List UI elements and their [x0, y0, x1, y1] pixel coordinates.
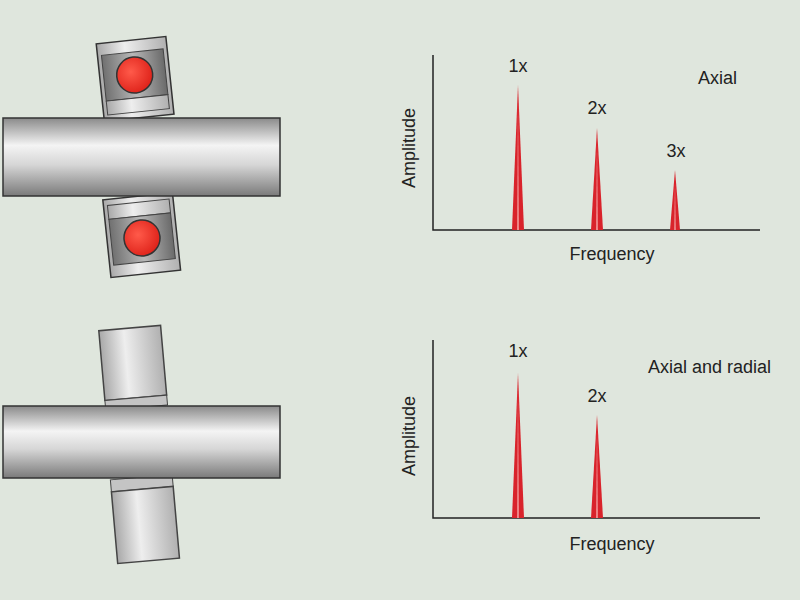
shaft — [3, 118, 280, 196]
axis-title: Amplitude — [400, 396, 420, 476]
axis-title: Amplitude — [400, 108, 420, 188]
peak-label: 1x — [508, 342, 527, 362]
axis-title: Frequency — [569, 535, 654, 555]
peak-label: 2x — [587, 99, 606, 119]
direction-label: Axial — [698, 69, 737, 89]
peak-label: 1x — [508, 57, 527, 77]
bearing-lower — [103, 193, 181, 278]
cocked-part-lower — [110, 474, 179, 563]
axis-title: Frequency — [569, 245, 654, 265]
cocked-part-upper — [99, 325, 168, 410]
bearing-upper — [96, 37, 174, 122]
spectrum-axes — [433, 55, 760, 518]
spectrum-peaks — [512, 85, 680, 518]
direction-label: Axial and radial — [648, 358, 771, 378]
peak-label: 3x — [666, 142, 685, 162]
shaft — [3, 406, 280, 478]
peak-label: 2x — [587, 387, 606, 407]
